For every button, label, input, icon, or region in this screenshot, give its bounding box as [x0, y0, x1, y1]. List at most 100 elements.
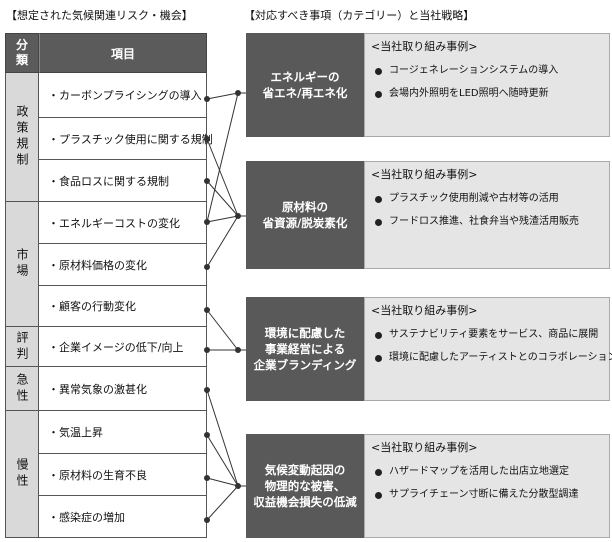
strategy-title-line: 気候変動起因の	[264, 463, 346, 477]
bullet-icon	[375, 195, 382, 203]
case-text: 会場内外照明をLED照明へ随時更新	[389, 88, 549, 99]
cases-label: <当社取り組み事例>	[371, 40, 478, 53]
connector-dot	[204, 517, 210, 523]
bullet-icon	[375, 468, 382, 476]
case-text: 環境に配慮したアーティストとのコラボレーション	[389, 352, 612, 363]
connector-dot	[235, 213, 241, 219]
connector-dot	[235, 347, 241, 353]
strategy-energy-title: エネルギーの 省エネ/再エネ化	[246, 33, 364, 137]
left-heading: 【想定された気候関連リスク・機会】	[6, 9, 193, 22]
connector	[206, 215, 239, 268]
header-category-line-2: 類	[15, 53, 28, 67]
connector-dot	[204, 96, 210, 102]
category-chronic: 慢性	[5, 411, 39, 538]
category-reputation: 評判	[5, 327, 39, 367]
bullet-icon	[375, 90, 382, 98]
cases-label: <当社取り組み事例>	[371, 168, 478, 181]
strategy-physical-risk-title: 気候変動起因の 物理的な被害、 収益機会損失の低減	[246, 434, 364, 538]
strategy-branding-cases: <当社取り組み事例> サステナビリティ要素をサービス、商品に展開 環境に配慮した…	[364, 297, 612, 401]
connector	[206, 389, 239, 487]
category-label: 市場	[15, 248, 29, 280]
connector	[206, 485, 239, 521]
case-item: コージェネレーションシステムの導入	[375, 64, 609, 78]
category-label: 政策規制	[15, 105, 29, 169]
case-text: サプライチェーン寸断に備えた分散型調達	[389, 489, 579, 500]
header-item: 項目	[39, 33, 207, 73]
connector-dot	[204, 307, 210, 313]
item-customer-behavior: ・顧客の行動変化	[39, 286, 207, 327]
category-acute: 急性	[5, 367, 39, 411]
strategy-energy-cases: <当社取り組み事例> コージェネレーションシステムの導入 会場内外照明をLED照…	[364, 33, 610, 137]
connector-dot	[235, 483, 241, 489]
connector	[206, 92, 239, 100]
case-item: 環境に配慮したアーティストとのコラボレーション	[375, 351, 612, 365]
case-text: フードロス推進、社食弁当や残渣活用販売	[389, 216, 579, 227]
strategy-title-line: 企業ブランディング	[253, 358, 357, 372]
header-category: 分 類	[5, 33, 39, 73]
strategy-title-line: エネルギーの	[270, 70, 340, 84]
category-policy: 政策規制	[5, 73, 39, 202]
case-text: ハザードマップを活用した出店立地選定	[389, 466, 569, 477]
bullet-icon	[375, 354, 382, 362]
connector-dot	[204, 136, 210, 142]
case-item: サステナビリティ要素をサービス、商品に展開	[375, 328, 609, 342]
category-label: 慢性	[15, 458, 29, 490]
item-infectious-disease: ・感染症の増加	[39, 496, 207, 538]
header-category-line-1: 分	[15, 38, 28, 52]
connector	[206, 477, 239, 487]
strategy-branding-title: 環境に配慮した 事業経営による 企業ブランディング	[246, 297, 364, 401]
cases-label: <当社取り組み事例>	[371, 304, 478, 317]
bullet-icon	[375, 331, 382, 339]
strategy-title-line: 物理的な被害、	[264, 479, 346, 493]
strategy-title-line: 収益機会損失の低減	[253, 495, 357, 509]
strategy-materials-cases: <当社取り組み事例> プラスチック使用削減や古材等の活用 フードロス推進、社食弁…	[364, 161, 610, 269]
item-temperature-rise: ・気温上昇	[39, 411, 207, 454]
connector	[206, 138, 239, 217]
case-item: プラスチック使用削減や古材等の活用	[375, 192, 609, 206]
case-item: 会場内外照明をLED照明へ随時更新	[375, 87, 609, 101]
connector-dot	[204, 219, 210, 225]
connector-dot	[235, 90, 241, 96]
connector	[206, 434, 239, 487]
category-label: 急性	[15, 372, 29, 405]
right-heading: 【対応すべき事項（カテゴリー）と当社戦略】	[244, 9, 475, 22]
bullet-icon	[375, 491, 382, 499]
strategy-physical-risk-cases: <当社取り組み事例> ハザードマップを活用した出店立地選定 サプライチェーン寸断…	[364, 434, 610, 538]
strategy-title-line: 事業経営による	[264, 342, 346, 356]
item-corporate-image: ・企業イメージの低下/向上	[39, 327, 207, 367]
case-text: プラスチック使用削減や古材等の活用	[389, 193, 559, 204]
item-plastic-regulation: ・プラスチック使用に関する規制	[39, 118, 213, 160]
risk-table: 分 類 項目 政策規制 市場 評判 急性 慢性 ・カーボンプライシングの導入 ・…	[5, 33, 213, 538]
case-item: サプライチェーン寸断に備えた分散型調達	[375, 488, 609, 502]
category-label: 評判	[15, 330, 29, 363]
connector-dot	[204, 432, 210, 438]
case-text: サステナビリティ要素をサービス、商品に展開	[389, 329, 599, 340]
connector-dot	[204, 347, 210, 353]
case-item: フードロス推進、社食弁当や残渣活用販売	[375, 215, 609, 229]
strategy-title-line: 省エネ/再エネ化	[262, 86, 348, 100]
item-extreme-weather: ・異常気象の激甚化	[39, 367, 207, 411]
bullet-icon	[375, 218, 382, 226]
item-carbon-pricing: ・カーボンプライシングの導入	[39, 73, 207, 118]
case-item: ハザードマップを活用した出店立地選定	[375, 465, 609, 479]
item-poor-crop-growth: ・原材料の生育不良	[39, 454, 207, 496]
strategy-materials-title: 原材料の 省資源/脱炭素化	[246, 161, 364, 269]
case-text: コージェネレーションシステムの導入	[389, 65, 559, 76]
bullet-icon	[375, 67, 382, 75]
strategy-title-line: 原材料の	[282, 200, 328, 214]
strategy-title-line: 環境に配慮した	[264, 326, 346, 340]
connector-dot	[204, 264, 210, 270]
connector-dot	[204, 475, 210, 481]
cases-label: <当社取り組み事例>	[371, 441, 478, 454]
connector	[206, 92, 239, 223]
category-market: 市場	[5, 202, 39, 327]
item-food-loss-regulation: ・食品ロスに関する規制	[39, 160, 207, 202]
item-material-price: ・原材料価格の変化	[39, 244, 207, 286]
strategy-title-line: 省資源/脱炭素化	[262, 216, 348, 230]
connector-dot	[204, 387, 210, 393]
item-energy-cost: ・エネルギーコストの変化	[39, 202, 207, 244]
connector	[206, 215, 239, 223]
connector	[206, 309, 239, 351]
connector	[206, 180, 239, 217]
